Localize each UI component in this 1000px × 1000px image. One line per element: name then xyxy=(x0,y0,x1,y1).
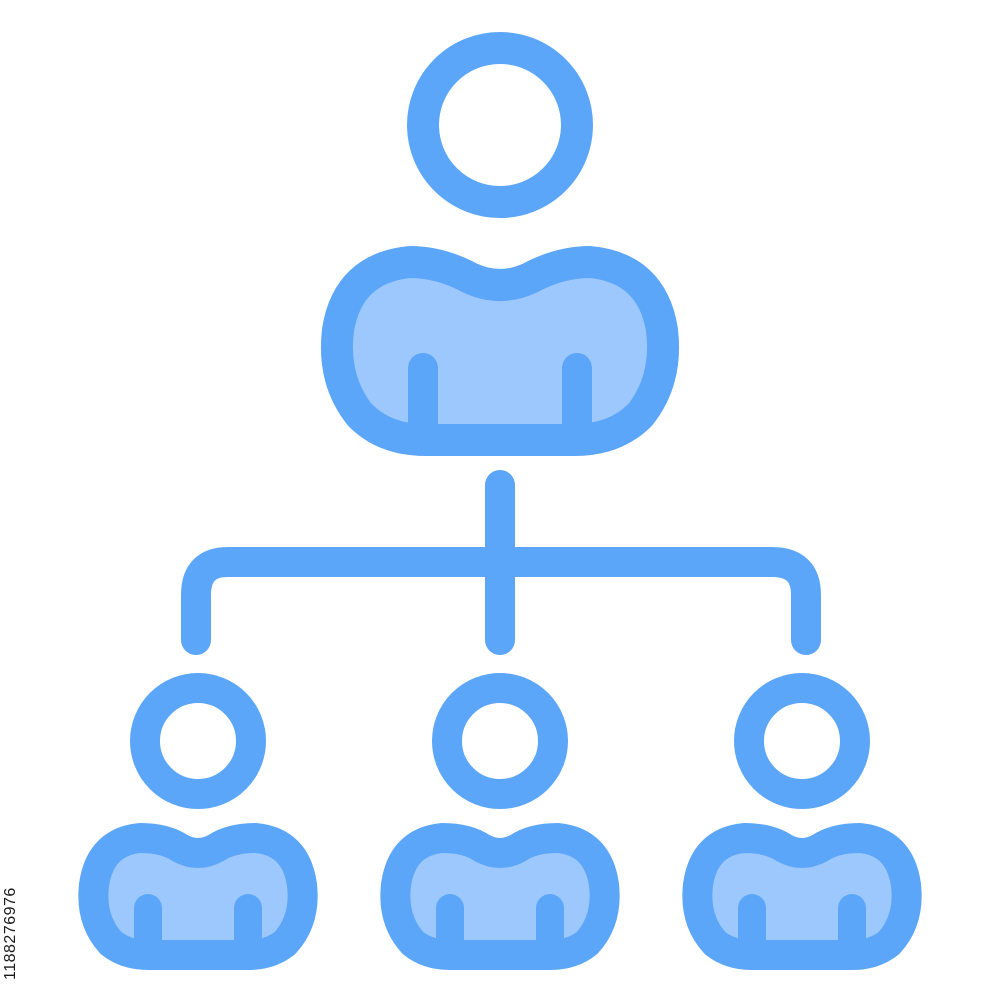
manager-head xyxy=(407,32,593,218)
watermark-id-text: 1188276976 xyxy=(2,887,19,980)
manager-body xyxy=(320,246,680,456)
member-middle-body xyxy=(380,823,620,970)
member-right-head xyxy=(734,673,870,809)
team-member-left-icon xyxy=(78,673,318,970)
team-member-right-icon xyxy=(682,673,922,970)
manager-person-icon xyxy=(320,32,680,456)
member-middle-head xyxy=(432,673,568,809)
connector-horizontal xyxy=(181,547,821,655)
member-right-body xyxy=(682,823,922,970)
hierarchy-connector xyxy=(181,470,821,655)
member-left-body xyxy=(78,823,318,970)
member-left-head xyxy=(130,673,266,809)
team-member-middle-icon xyxy=(380,673,620,970)
